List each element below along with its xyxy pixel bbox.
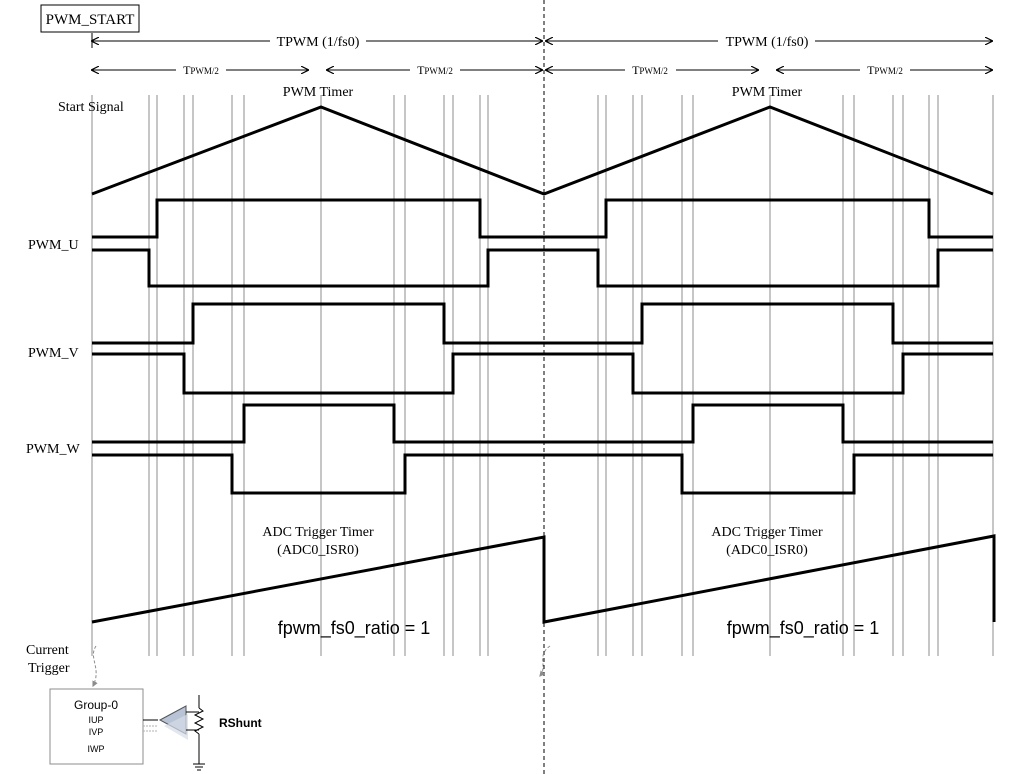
shunt-resistor-icon <box>193 695 205 771</box>
pwm-timer-label-2: PWM Timer <box>732 85 803 100</box>
tpwm-label-2: TPWM (1/fs0) <box>726 35 809 50</box>
tpwm-half-label-4: TPWM/2 <box>867 63 903 77</box>
current-trigger-arrow-2 <box>539 645 551 677</box>
tpwm-label-1: TPWM (1/fs0) <box>277 35 360 50</box>
rshunt-label: RShunt <box>219 716 262 730</box>
current-label: Current <box>26 643 69 658</box>
group-0-label: Group-0 <box>74 698 118 712</box>
start-signal-label: Start Signal <box>58 100 124 115</box>
pwm-u-low-waveform <box>92 248 993 288</box>
group-0-box <box>49 688 144 765</box>
adc-trigger-label-1a: ADC Trigger Timer <box>262 525 374 540</box>
pwm-u-label: PWM_U <box>28 238 79 253</box>
adc-trigger-label-1b: (ADC0_ISR0) <box>277 543 359 558</box>
pwm-v-low-waveform <box>92 352 993 395</box>
pwm-start-box <box>40 4 140 33</box>
amplifier-icon <box>143 705 199 740</box>
adc-trigger-sawtooth <box>91 534 996 624</box>
pwm-w-low-waveform <box>92 453 993 495</box>
ratio-label-1: fpwm_fs0_ratio = 1 <box>278 618 431 639</box>
pwm-start-label: PWM_START <box>46 12 135 28</box>
pwm-v-label: PWM_V <box>28 346 79 361</box>
tpwm-half-labels: TPWM/2 TPWM/2 TPWM/2 TPWM/2 <box>183 63 903 77</box>
pwm-timer-label-1: PWM Timer <box>283 85 354 100</box>
pwm-w-label: PWM_W <box>26 442 80 457</box>
pwm-v-high-waveform <box>92 302 993 345</box>
tpwm-half-label-3: TPWM/2 <box>632 63 668 77</box>
pwm-u-high-waveform <box>92 198 993 239</box>
tpwm-arrows <box>92 33 992 48</box>
adc-trigger-label-2a: ADC Trigger Timer <box>711 525 823 540</box>
ratio-label-2: fpwm_fs0_ratio = 1 <box>727 618 880 639</box>
pwm-timer-triangle <box>91 105 994 196</box>
ivp-label: IVP <box>89 727 104 737</box>
trigger-label: Trigger <box>28 661 70 676</box>
current-trigger-arrow-1 <box>92 645 98 688</box>
pwm-w-high-waveform <box>92 403 993 444</box>
tpwm-half-label-1: TPWM/2 <box>183 63 219 77</box>
adc-trigger-label-2b: (ADC0_ISR0) <box>726 543 808 558</box>
iwp-label: IWP <box>88 744 105 754</box>
iup-label: IUP <box>88 715 103 725</box>
tpwm-half-label-2: TPWM/2 <box>417 63 453 77</box>
